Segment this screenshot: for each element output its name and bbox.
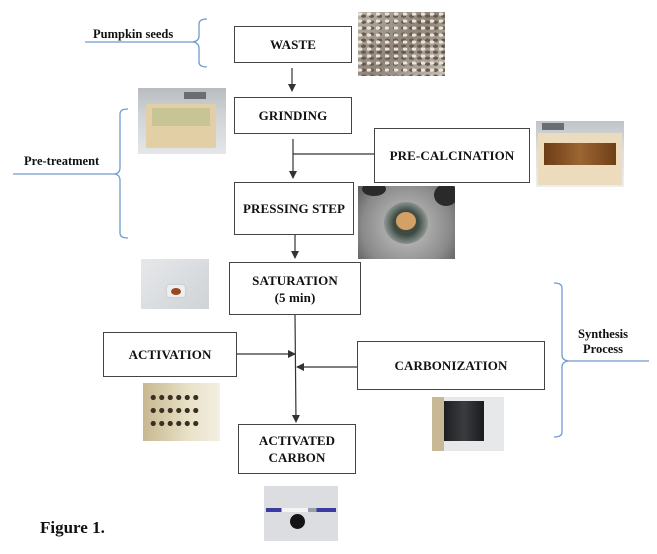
activation-label: ACTIVATION bbox=[128, 347, 212, 362]
figure-caption: Figure 1. bbox=[40, 518, 105, 537]
bracket-pumpkin-seeds bbox=[85, 18, 208, 68]
pre-calcined-tray-photo bbox=[536, 121, 624, 187]
cup-pellet bbox=[171, 288, 181, 295]
activation-tray-photo bbox=[143, 383, 220, 441]
carbonization-box: CARBONIZATION bbox=[357, 341, 545, 390]
crucible-pellets bbox=[444, 401, 484, 441]
die-weight-left bbox=[362, 186, 386, 196]
activated-carbon-label-line1: ACTIVATED bbox=[258, 433, 336, 448]
activated-carbon-label-line2: CARBON bbox=[268, 450, 326, 465]
waste-box: WASTE bbox=[234, 26, 352, 63]
grinding-label: GRINDING bbox=[258, 108, 328, 123]
carbonization-crucible-photo bbox=[432, 397, 504, 451]
tray-device bbox=[542, 123, 564, 130]
synthesis-label-line1: Synthesis bbox=[578, 327, 629, 341]
grinding-box: GRINDING bbox=[234, 97, 352, 134]
pre-calcination-box: PRE-CALCINATION bbox=[374, 128, 530, 183]
tray-powder bbox=[152, 108, 210, 126]
saturation-box: SATURATION (5 min) bbox=[229, 262, 361, 315]
press-die-photo bbox=[358, 186, 455, 259]
pellet-grid bbox=[149, 391, 201, 431]
carbonization-label: CARBONIZATION bbox=[394, 358, 508, 373]
pre-treatment-label: Pre-treatment bbox=[24, 154, 100, 168]
activated-carbon-box: ACTIVATED CARBON bbox=[238, 424, 356, 474]
pen-body bbox=[266, 508, 336, 512]
pumpkin-seeds-photo bbox=[358, 12, 445, 76]
arrow-saturation-to-activated-carbon bbox=[291, 314, 300, 423]
activated-carbon-pellet-photo bbox=[264, 486, 338, 541]
ground-powder-tray-photo bbox=[138, 88, 226, 154]
tray-device bbox=[184, 92, 206, 99]
saturation-cup-photo bbox=[141, 259, 209, 309]
saturation-label: SATURATION bbox=[252, 272, 338, 288]
tray-calcined-powder bbox=[544, 143, 616, 165]
saturation-duration: (5 min) bbox=[274, 289, 316, 305]
waste-label: WASTE bbox=[269, 37, 317, 52]
synthesis-label-line2: Process bbox=[582, 342, 624, 356]
carbon-pellet bbox=[290, 514, 305, 529]
pumpkin-seeds-label: Pumpkin seeds bbox=[93, 27, 174, 41]
bracket-synthesis-process bbox=[553, 282, 649, 438]
bracket-pre-treatment bbox=[13, 108, 129, 239]
pressing-step-box: PRESSING STEP bbox=[234, 182, 354, 235]
die-pellet bbox=[396, 212, 416, 230]
activation-box: ACTIVATION bbox=[103, 332, 237, 377]
pressing-step-label: PRESSING STEP bbox=[242, 201, 346, 216]
crucible-wall bbox=[432, 397, 444, 451]
synthesis-process-label: Synthesis Process bbox=[578, 327, 628, 357]
die-weight-right bbox=[434, 186, 455, 206]
pre-calcination-label: PRE-CALCINATION bbox=[389, 148, 515, 163]
